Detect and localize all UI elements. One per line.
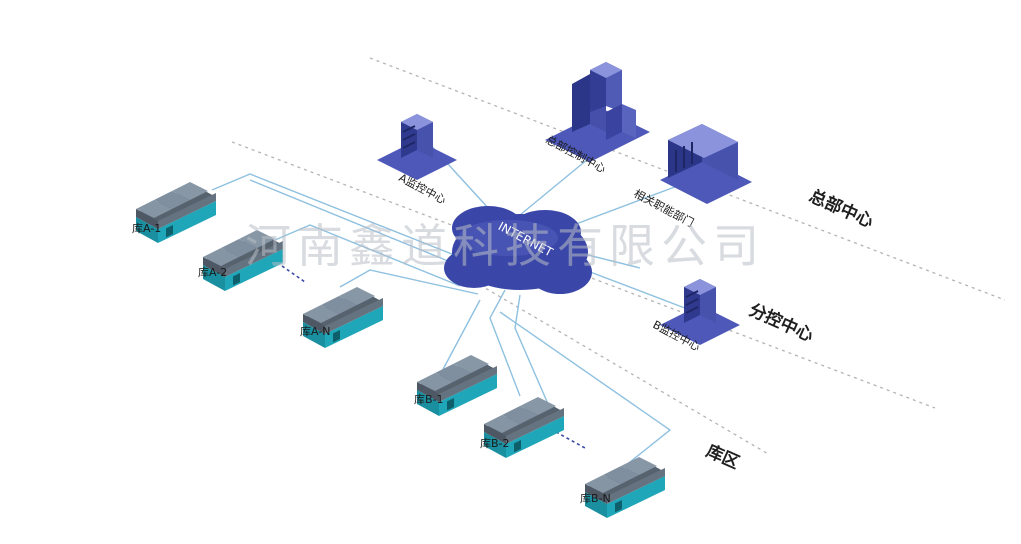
hq-zone-divider: [369, 57, 1006, 301]
zone-dividers: [231, 57, 1006, 456]
warehouse-dashes: [281, 265, 586, 449]
zone-branch-label: 分控中心: [746, 299, 817, 346]
warehouse-an-icon: [303, 287, 383, 348]
warehouse-a2-label: 库A-2: [198, 266, 227, 279]
watermark: 河南鑫道科技有限公司: [245, 219, 765, 273]
warehouse-b1-icon: [417, 355, 497, 416]
warehouse-an-label: 库A-N: [300, 325, 330, 338]
warehouse-b1-label: 库B-1: [414, 393, 444, 406]
network-links: [211, 127, 691, 471]
government-building-icon: [660, 124, 752, 204]
warehouse-zone-divider: [479, 284, 771, 456]
cloud-icon: [444, 206, 592, 294]
warehouse-bn-icon: [585, 457, 665, 518]
zone-hq-label: 总部中心: [806, 185, 877, 232]
warehouse-bn-label: 库B-N: [580, 492, 611, 505]
warehouse-a1-label: 库A-1: [132, 222, 161, 235]
a-monitor-building-icon: [376, 113, 458, 181]
hq-tower-icon: [545, 62, 650, 162]
warehouse-b2-label: 库B-2: [480, 437, 510, 450]
zone-warehouse-label: 库区: [703, 440, 743, 473]
